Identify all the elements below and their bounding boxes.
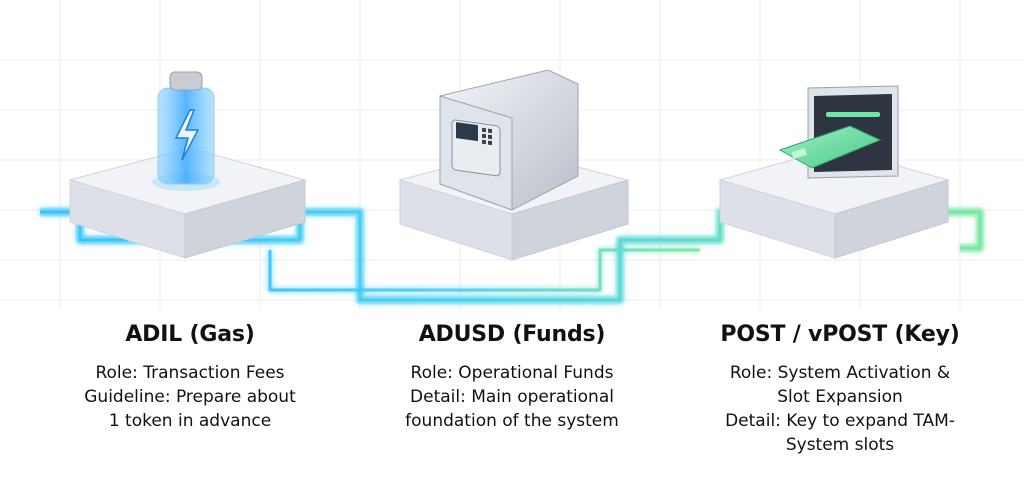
card-gas: ADIL (Gas) Role: Transaction Fees Guidel… [40,322,340,433]
card-line: Role: Operational Funds [410,363,614,383]
card-line: foundation of the system [405,411,619,431]
card-line: Role: System Activation & [729,363,951,383]
card-line: 1 token in advance [108,411,272,431]
battery-icon [152,71,220,191]
card-title: ADIL (Gas) [125,322,255,347]
safe-icon [439,69,579,211]
platform-gas [68,147,307,259]
card-terminal-icon [778,85,899,179]
card-line: Guideline: Prepare about [84,387,296,407]
card-key: POST / vPOST (Key) Role: System Activati… [690,322,990,457]
card-line: System slots [785,435,895,455]
card-line: Detail: Key to expand TAM- [725,411,955,431]
card-line: Slot Expansion [777,387,903,407]
card-line: Role: Transaction Fees [95,363,285,383]
card-title: ADUSD (Funds) [418,322,606,347]
card-funds: ADUSD (Funds) Role: Operational Funds De… [362,322,662,433]
card-line: Detail: Main operational [410,387,614,407]
card-title: POST / vPOST (Key) [720,322,960,347]
